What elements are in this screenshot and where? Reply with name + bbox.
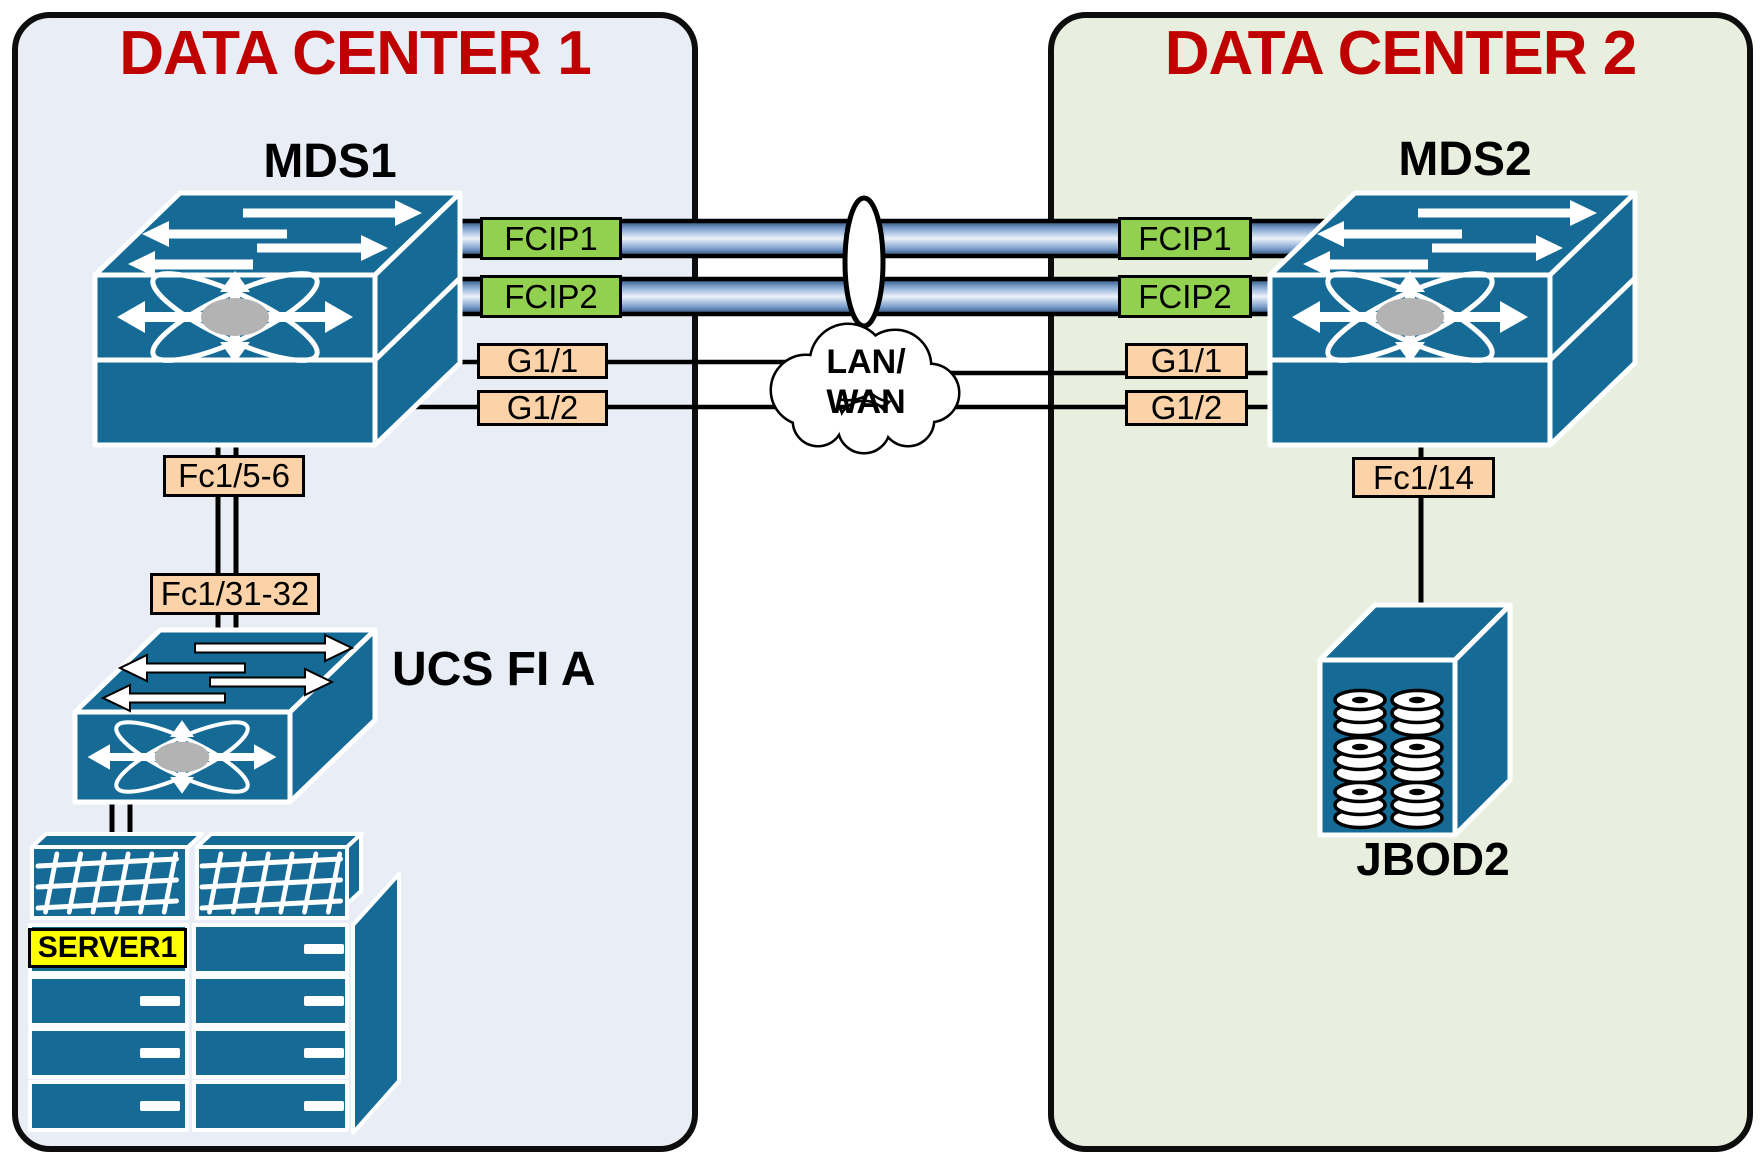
mds1-switch-icon (95, 193, 460, 445)
fc1-14-label: Fc1/14 (1352, 457, 1495, 498)
mds2-label: MDS2 (1398, 132, 1532, 186)
cloud-line1: LAN/ (826, 343, 906, 381)
g1-2-label-left: G1/2 (477, 389, 608, 426)
ucs-fi-a-label: UCS FI A (392, 642, 596, 696)
lan-wan-cloud-icon (769, 322, 961, 455)
jbod2-label: JBOD2 (1356, 833, 1510, 885)
server1-label: SERVER1 (28, 928, 187, 968)
fcip2-label-left: FCIP2 (480, 275, 622, 318)
fcip1-label-left: FCIP1 (480, 217, 622, 260)
data-center-2-title: DATA CENTER 2 (1164, 18, 1638, 88)
fc1-5-6-label: Fc1/5-6 (163, 455, 305, 497)
g1-1-label-right: G1/1 (1125, 342, 1248, 379)
jbod2-storage-icon (1317, 602, 1513, 838)
fcip1-label-right: FCIP1 (1118, 217, 1252, 260)
data-center-1-title: DATA CENTER 1 (119, 18, 592, 88)
lan-wan-cloud-label: LAN/ WAN (786, 342, 946, 428)
g1-1-label-left: G1/1 (477, 342, 608, 379)
mds1-label: MDS1 (263, 134, 397, 188)
ucs-fi-a-switch-icon (75, 630, 375, 804)
blade-chassis-icon (28, 832, 401, 1135)
fc1-31-32-label: Fc1/31-32 (150, 573, 320, 615)
cloud-line2: WAN (826, 383, 906, 421)
g1-2-label-right: G1/2 (1125, 389, 1248, 426)
mds2-switch-icon (1270, 193, 1635, 445)
tunnel-ellipse-icon (842, 195, 886, 329)
fcip2-label-right: FCIP2 (1118, 275, 1252, 318)
